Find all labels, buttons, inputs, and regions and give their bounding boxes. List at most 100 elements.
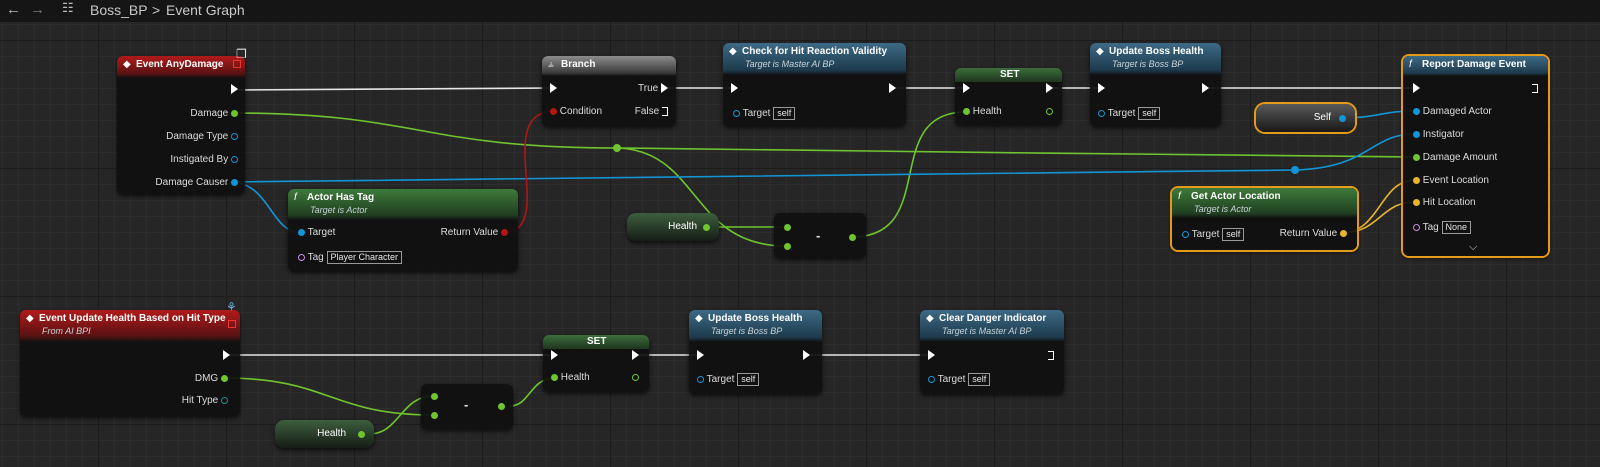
exec-out-pin[interactable]	[1048, 350, 1054, 362]
damage-pin[interactable]: Damage	[190, 108, 238, 120]
exec-in-pin[interactable]	[928, 350, 935, 362]
target-value-box[interactable]: self	[737, 373, 760, 386]
health-getter-node[interactable]: Health	[275, 420, 374, 448]
target-value-box[interactable]: self	[1138, 107, 1161, 120]
pin-label: Instigated By	[170, 154, 229, 165]
hit-location-pin[interactable]: Hit Location	[1413, 197, 1476, 209]
exec-out-pin[interactable]	[1202, 83, 1209, 95]
pin-label: Health	[972, 106, 1002, 117]
input-a-pin[interactable]	[784, 222, 791, 234]
function-icon: ◆	[729, 46, 737, 57]
health-out-pin[interactable]	[703, 224, 710, 231]
node-title: Get Actor Location	[1191, 191, 1281, 202]
exec-in-pin[interactable]	[1098, 83, 1105, 95]
health-getter-node[interactable]: Health	[627, 213, 719, 241]
exec-in-pin[interactable]	[731, 83, 738, 95]
subtract-float-node[interactable]: -	[421, 384, 513, 429]
update-boss-health-node[interactable]: ◆ Update Boss Health Target is Boss BP T…	[689, 310, 822, 394]
delegate-pin-icon[interactable]	[233, 60, 241, 68]
input-b-pin[interactable]	[431, 410, 438, 422]
self-reference-node[interactable]: Self	[1256, 104, 1355, 132]
breadcrumb-blueprint[interactable]: Boss_BP	[90, 2, 148, 18]
target-value-box[interactable]: self	[968, 373, 991, 386]
health-out-pin[interactable]	[632, 372, 639, 384]
input-b-pin[interactable]	[784, 241, 791, 253]
input-a-pin[interactable]	[431, 391, 438, 403]
exec-in-pin[interactable]	[697, 350, 704, 362]
self-out-pin[interactable]	[1339, 115, 1346, 122]
delegate-pin-icon[interactable]	[228, 320, 236, 328]
damaged-actor-pin[interactable]: Damaged Actor	[1413, 106, 1492, 118]
tag-pin[interactable]: Tag Player Character	[298, 251, 403, 264]
health-in-pin[interactable]: Health	[963, 106, 1002, 118]
node-title: Event AnyDamage	[136, 59, 224, 70]
event-location-pin[interactable]: Event Location	[1413, 175, 1489, 187]
exec-in-pin[interactable]	[1413, 83, 1420, 95]
exec-out-pin[interactable]	[1532, 83, 1538, 95]
set-health-node[interactable]: SET Health	[955, 68, 1062, 125]
target-pin[interactable]: Target	[298, 227, 335, 239]
health-out-pin[interactable]	[358, 431, 365, 438]
false-pin[interactable]: False	[635, 106, 668, 118]
expand-chevron-icon[interactable]: ⌵	[1469, 241, 1478, 253]
tag-value-box[interactable]: None	[1441, 221, 1472, 234]
target-pin[interactable]: Target self	[1182, 228, 1245, 241]
result-pin[interactable]	[849, 232, 856, 244]
damage-type-pin[interactable]: Damage Type	[166, 131, 238, 143]
target-pin[interactable]: Target self	[733, 107, 796, 120]
exec-out-pin[interactable]	[632, 350, 639, 362]
check-hit-reaction-node[interactable]: ◆ Check for Hit Reaction Validity Target…	[723, 43, 906, 126]
get-actor-location-node[interactable]: f Get Actor Location Target is Actor Tar…	[1172, 188, 1357, 250]
set-health-node[interactable]: SET Health	[543, 335, 649, 392]
return-value-pin[interactable]: Return Value	[1280, 228, 1347, 240]
tag-pin[interactable]: Tag None	[1413, 221, 1472, 234]
node-header: SET	[543, 335, 649, 349]
target-pin[interactable]: Target self	[928, 373, 991, 386]
true-pin[interactable]: True	[638, 83, 668, 95]
report-damage-event-node[interactable]: f Report Damage Event Damaged Actor Inst…	[1403, 56, 1548, 256]
instigator-pin[interactable]: Instigator	[1413, 129, 1464, 141]
result-pin[interactable]	[498, 401, 505, 413]
exec-out-pin[interactable]	[803, 350, 810, 362]
exec-in-pin[interactable]	[551, 350, 558, 362]
health-in-pin[interactable]: Health	[551, 372, 590, 384]
exec-in-pin[interactable]	[963, 83, 970, 95]
forward-arrow-icon[interactable]: →	[30, 1, 45, 18]
condition-pin[interactable]: Condition	[550, 106, 602, 118]
tag-value-box[interactable]: Player Character	[326, 251, 403, 264]
exec-out-pin[interactable]	[889, 83, 896, 95]
pin-label: Damage	[190, 108, 229, 119]
health-out-pin[interactable]	[1046, 106, 1053, 118]
damage-causer-pin[interactable]: Damage Causer	[155, 177, 238, 189]
hit-type-pin[interactable]: Hit Type	[182, 395, 228, 407]
node-title: Actor Has Tag	[307, 192, 375, 203]
function-icon: f	[1409, 59, 1412, 70]
causer-wire	[229, 133, 1416, 183]
dmg-wire	[223, 377, 435, 416]
instigated-by-pin[interactable]: Instigated By	[170, 154, 238, 166]
event-anydamage-node[interactable]: ◆ Event AnyDamage Damage Damage Type Ins…	[117, 56, 245, 194]
event-update-health-hit-type-node[interactable]: ◆ Event Update Health Based on Hit Type …	[20, 310, 240, 416]
target-value-box[interactable]: self	[1222, 228, 1245, 241]
back-arrow-icon[interactable]: ←	[6, 1, 21, 18]
exec-out-pin[interactable]	[231, 84, 238, 96]
pin-label: Target	[937, 374, 966, 386]
clear-danger-indicator-node[interactable]: ◆ Clear Danger Indicator Target is Maste…	[920, 310, 1064, 394]
subtract-float-node[interactable]: -	[774, 213, 866, 258]
pin-label: Target	[1107, 108, 1136, 120]
breadcrumb-graph[interactable]: Event Graph	[166, 2, 245, 18]
node-title: Clear Danger Indicator	[939, 313, 1047, 324]
exec-in-pin[interactable]	[550, 83, 557, 95]
target-value-box[interactable]: self	[773, 107, 796, 120]
damage-amount-pin[interactable]: Damage Amount	[1413, 152, 1497, 164]
dmg-pin[interactable]: DMG	[195, 373, 228, 385]
return-value-pin[interactable]: Return Value	[441, 227, 508, 239]
target-pin[interactable]: Target self	[1098, 107, 1161, 120]
branch-node[interactable]: ⫨ Branch True Condition False	[542, 56, 676, 126]
target-pin[interactable]: Target self	[697, 373, 760, 386]
exec-out-pin[interactable]	[223, 350, 230, 362]
update-boss-health-node[interactable]: ◆ Update Boss Health Target is Boss BP T…	[1090, 43, 1221, 126]
actor-has-tag-node[interactable]: f Actor Has Tag Target is Actor Target R…	[288, 189, 518, 271]
exec-out-pin[interactable]	[1046, 83, 1053, 95]
